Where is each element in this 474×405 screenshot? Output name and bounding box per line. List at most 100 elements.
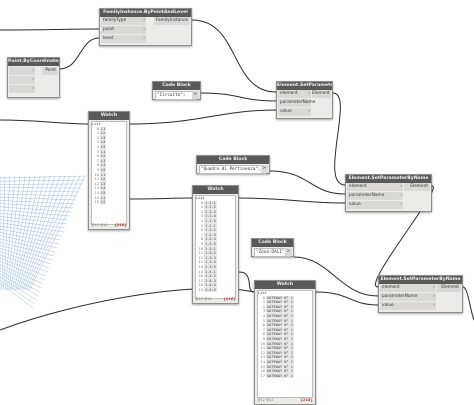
output-port-point[interactable]: Point <box>42 67 58 75</box>
input-port-value[interactable]: value› <box>278 108 311 116</box>
input-port-element[interactable]: element› <box>347 183 403 191</box>
output-port[interactable]: > <box>192 91 199 99</box>
list-index: 2 <box>262 304 265 309</box>
input-port-z[interactable]: › <box>9 85 35 93</box>
element-setparameterbyname-node-2[interactable]: Element.SetParameterByName element› para… <box>345 174 432 212</box>
node-title: Code Block <box>252 239 293 247</box>
input-port-x[interactable]: › <box>9 67 35 75</box>
list-value: GATEWAY N° 1 <box>266 359 294 365</box>
wire-w2-to-w3[interactable] <box>238 271 255 293</box>
output-port-element[interactable]: Element <box>312 90 331 98</box>
list-index: 5 <box>262 318 265 323</box>
output-port[interactable]: > <box>261 165 268 173</box>
output-port[interactable]: > <box>285 248 292 256</box>
input-port-familytype[interactable]: familyType› <box>101 17 146 25</box>
input-port-level[interactable]: level› <box>101 35 146 43</box>
element-setparameterbyname-node-3[interactable]: Element.SetParameterByName element› para… <box>378 275 463 313</box>
wire-set1-to-set2[interactable] <box>332 92 346 186</box>
code-editor[interactable]: "Circuito"; <box>155 91 197 100</box>
input-port-value[interactable]: value› <box>380 302 436 310</box>
element-setparameterbyname-node-1[interactable]: Element.SetParameterByName element› para… <box>276 81 333 119</box>
wire-pt-to-fi[interactable] <box>59 37 100 70</box>
list-value: GATEWAY N° 1 <box>266 336 294 342</box>
level-label: @L2 @L1 <box>91 223 108 227</box>
input-port-parametername[interactable]: parameterName› <box>380 293 436 301</box>
chevron-right-icon: › <box>143 27 145 32</box>
wire-cb3-to-set3[interactable] <box>293 256 379 297</box>
familyinstance-bypointandlevel-node[interactable]: FamilyInstance.ByPointAndLevel familyTyp… <box>99 8 192 46</box>
list-index: 17 <box>198 278 203 283</box>
input-port-parametername[interactable]: parameterName› <box>347 192 403 200</box>
list-index: 16 <box>260 369 265 374</box>
wire-set3-out[interactable] <box>462 286 474 321</box>
list-value: 1.1.3 <box>204 209 217 215</box>
list-value: 1.4.4 <box>204 283 217 288</box>
chevron-right-icon: › <box>308 100 310 105</box>
wire-w1-to-set1[interactable] <box>129 109 277 125</box>
list-index: 13 <box>94 186 99 191</box>
input-port-point[interactable]: point› <box>101 26 146 34</box>
list-index: 2 <box>96 135 99 140</box>
list-value: 1.2.5 <box>204 241 217 247</box>
list-index: 8 <box>96 163 99 168</box>
list-index: 14 <box>94 190 99 195</box>
list-index: 0 <box>262 295 265 300</box>
input-port-value[interactable]: value› <box>347 201 403 209</box>
code-block-circuito[interactable]: Code Block "Circuito"; > <box>152 81 201 100</box>
code-block-quadro-di-pertinenza[interactable]: Code Block "Quadro di Pertinenza"; > <box>196 155 270 174</box>
point-bycoordinates-node[interactable]: Point.ByCoordinates › › › Point <box>7 57 60 98</box>
wire-left-to-w1[interactable] <box>0 119 89 125</box>
list-index: 1 <box>96 131 99 136</box>
list-index: 7 <box>262 327 265 332</box>
list-index: 2 <box>200 209 203 214</box>
list-value: L2 <box>100 200 107 205</box>
input-port-element[interactable]: element› <box>380 284 436 292</box>
list-index: 10 <box>94 172 99 177</box>
wire-set2-to-set3[interactable] <box>375 185 434 288</box>
wire-cb2-to-set2[interactable] <box>269 170 346 195</box>
input-port-y[interactable]: › <box>9 76 35 84</box>
chevron-right-icon: › <box>32 86 34 91</box>
output-port-element[interactable]: Element <box>404 183 430 191</box>
output-port-element[interactable]: Element <box>437 284 461 292</box>
list-index: 1 <box>262 300 265 305</box>
wire-w1-to-w2[interactable] <box>129 197 193 200</box>
input-port-element[interactable]: element› <box>278 90 311 98</box>
list-value: L4 <box>100 140 107 145</box>
wire-left-to-fi[interactable] <box>0 28 100 31</box>
wire-w3-to-set3[interactable] <box>315 291 379 306</box>
chevron-right-icon: › <box>433 303 435 308</box>
list-value: L1 <box>100 126 107 132</box>
wire-w2-to-set2[interactable] <box>238 197 346 204</box>
code-block-zona-dali[interactable]: Code Block "Zona-DALI"; > <box>251 238 294 257</box>
output-port-familyinstance[interactable]: FamilyInstance <box>154 17 190 25</box>
port-label: parameterName <box>280 100 316 105</box>
list-value: 1.3.2 <box>204 251 217 256</box>
level-label: @L2 @L1 <box>195 297 212 301</box>
code-editor[interactable]: "Quadro di Pertinenza"; <box>199 165 266 174</box>
wire-fi-to-set1[interactable] <box>191 19 277 93</box>
wire-cb1-to-set1[interactable] <box>200 92 277 102</box>
chevron-right-icon: › <box>32 68 34 73</box>
list-value: L4 <box>100 163 107 168</box>
list-header: List <box>92 122 101 126</box>
input-port-parametername[interactable]: parameterName› <box>278 99 315 107</box>
